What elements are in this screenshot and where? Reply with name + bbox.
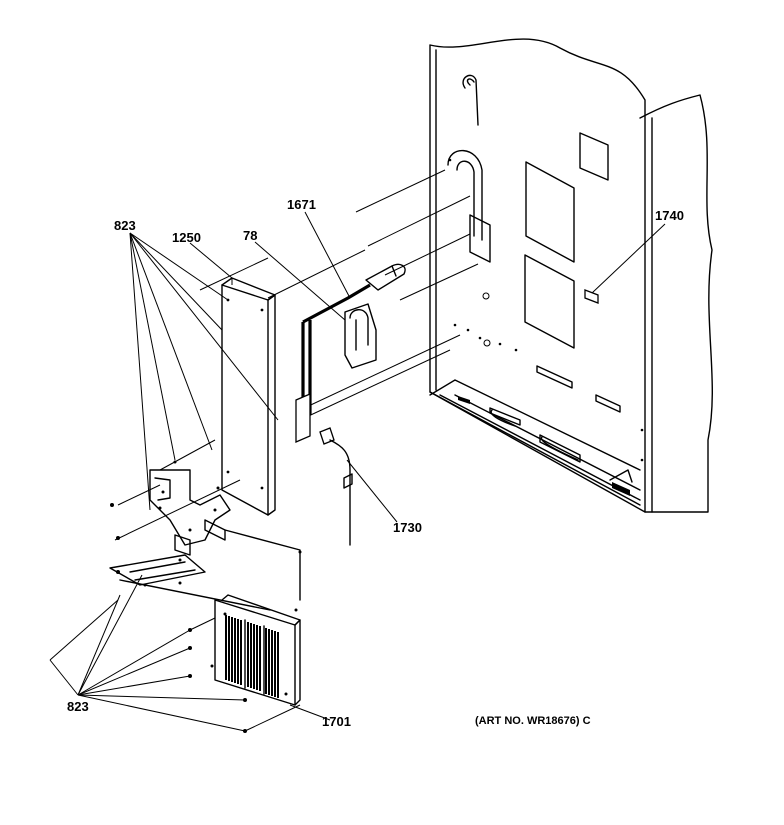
callout-1701: 1701 bbox=[322, 714, 351, 729]
callout-823-top: 823 bbox=[114, 218, 136, 233]
part-1730-sensor bbox=[319, 427, 353, 546]
mounting-bracket bbox=[109, 460, 302, 612]
part-1671-wire-harness bbox=[295, 263, 406, 443]
refrigerator-cabinet-rear bbox=[429, 38, 713, 513]
grille-louvers bbox=[225, 615, 279, 698]
leader-lines bbox=[49, 211, 666, 732]
part-1701-grille bbox=[188, 594, 301, 733]
art-number: (ART NO. WR18676) C bbox=[475, 715, 591, 727]
callout-823-bottom: 823 bbox=[67, 699, 89, 714]
part-1740-clip bbox=[584, 289, 599, 304]
part-1250-panel bbox=[221, 277, 276, 516]
alignment-lines bbox=[114, 169, 479, 541]
callout-1250: 1250 bbox=[172, 230, 201, 245]
part-78-bracket bbox=[344, 303, 377, 369]
callout-1740: 1740 bbox=[655, 208, 684, 223]
callout-1671: 1671 bbox=[287, 197, 316, 212]
callout-78: 78 bbox=[243, 228, 258, 243]
callout-1730: 1730 bbox=[393, 520, 422, 535]
